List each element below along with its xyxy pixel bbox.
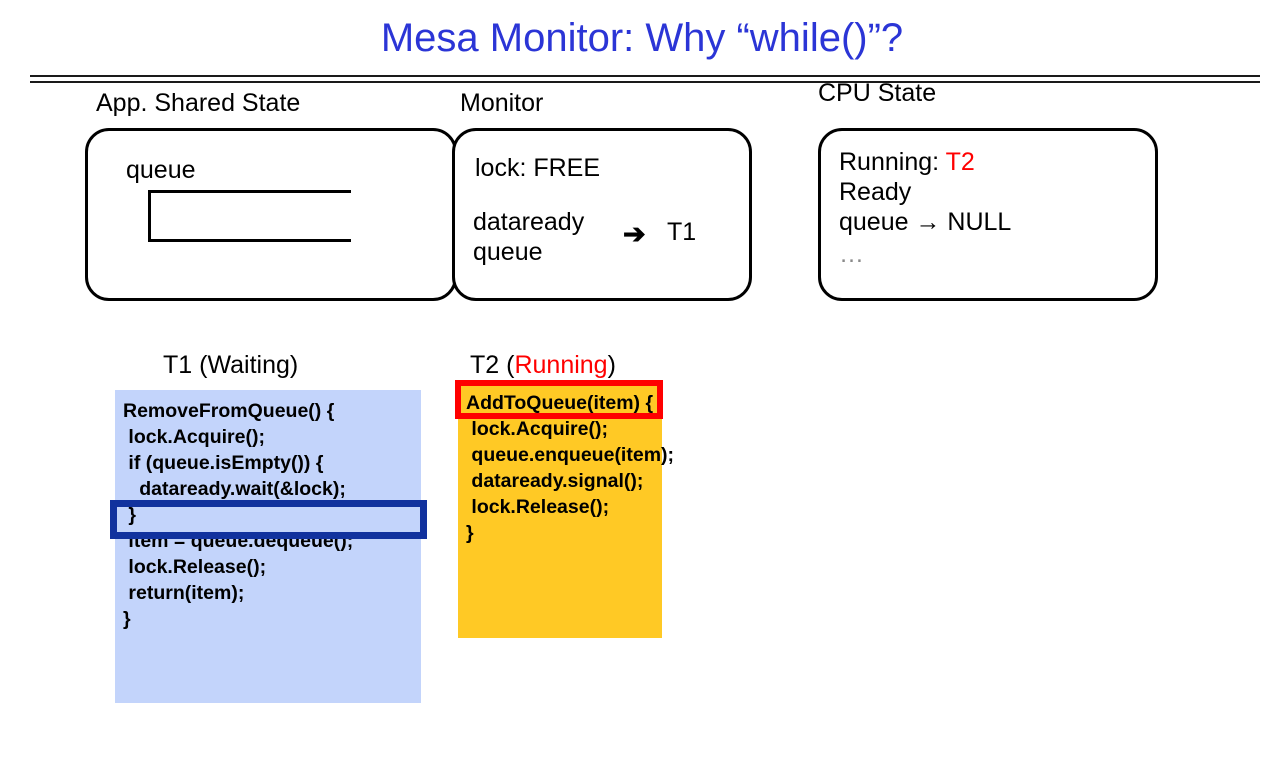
code-line: lock.Release(); [466,496,610,518]
monitor-box: lock: FREE dataready queue ➔ T1 [452,128,752,301]
code-line: RemoveFromQueue() { [123,400,335,422]
thread-label-t1-prefix: T1 ( [163,351,208,379]
thread-label-t2: T2 (Running) [470,350,616,380]
divider-line-top [30,75,1260,77]
code-line: } [123,608,131,630]
header-divider [30,75,1260,83]
code-line: return(item); [123,582,245,604]
right-arrow-icon: ➔ [623,219,646,249]
thread-label-t2-state: Running [514,351,608,379]
column-caption-app-shared-state: App. Shared State [96,89,301,117]
column-caption-cpu-state: CPU State [818,79,937,107]
cpu-state-box: Running: T2 Ready queue → NULL … [818,128,1158,301]
app-queue-label: queue [126,156,196,184]
code-line: } [123,504,137,526]
code-block-t2: AddToQueue(item) { lock.Acquire(); queue… [458,382,675,638]
monitor-lock-status: lock: FREE [475,154,601,182]
monitor-queue-label: queue [473,238,543,266]
code-line: dataready.wait(&lock); [123,478,346,500]
thread-label-t1-state: Waiting [207,351,290,379]
app-shared-state-box: queue [85,128,457,301]
code-line: lock.Acquire(); [123,426,265,448]
cpu-ellipsis: … [839,240,864,268]
thread-label-t1: T1 (Waiting) [163,350,298,380]
code-line: queue.enqueue(item); [466,444,675,466]
thread-label-t1-suffix: ) [289,351,299,379]
code-block-t1: RemoveFromQueue() { lock.Acquire(); if (… [115,390,421,703]
cpu-running-thread: T2 [945,148,975,176]
column-caption-monitor: Monitor [460,89,544,117]
thread-label-t2-suffix: ) [607,351,616,379]
code-line: lock.Release(); [123,556,267,578]
monitor-dataready-label: dataready [473,208,585,236]
cpu-running-prefix: Running: [839,148,946,176]
cpu-running-line: Running: T2 [839,147,975,178]
code-line: if (queue.isEmpty()) { [123,452,324,474]
thread-label-t2-prefix: T2 ( [470,351,515,379]
monitor-waiting-thread: T1 [667,218,697,246]
code-line: } [466,522,474,544]
page-title: Mesa Monitor: Why “while()”? [380,16,904,60]
divider-line-bottom [30,81,1260,83]
code-line: AddToQueue(item) { [466,392,654,414]
code-line: dataready.signal(); [466,470,644,492]
code-line: lock.Acquire(); [466,418,608,440]
queue-container-shape [148,190,351,242]
cpu-ready-label: Ready [839,178,912,206]
code-line: item = queue.dequeue(); [123,530,354,552]
cpu-ready-queue-line: queue → NULL [839,208,1012,236]
